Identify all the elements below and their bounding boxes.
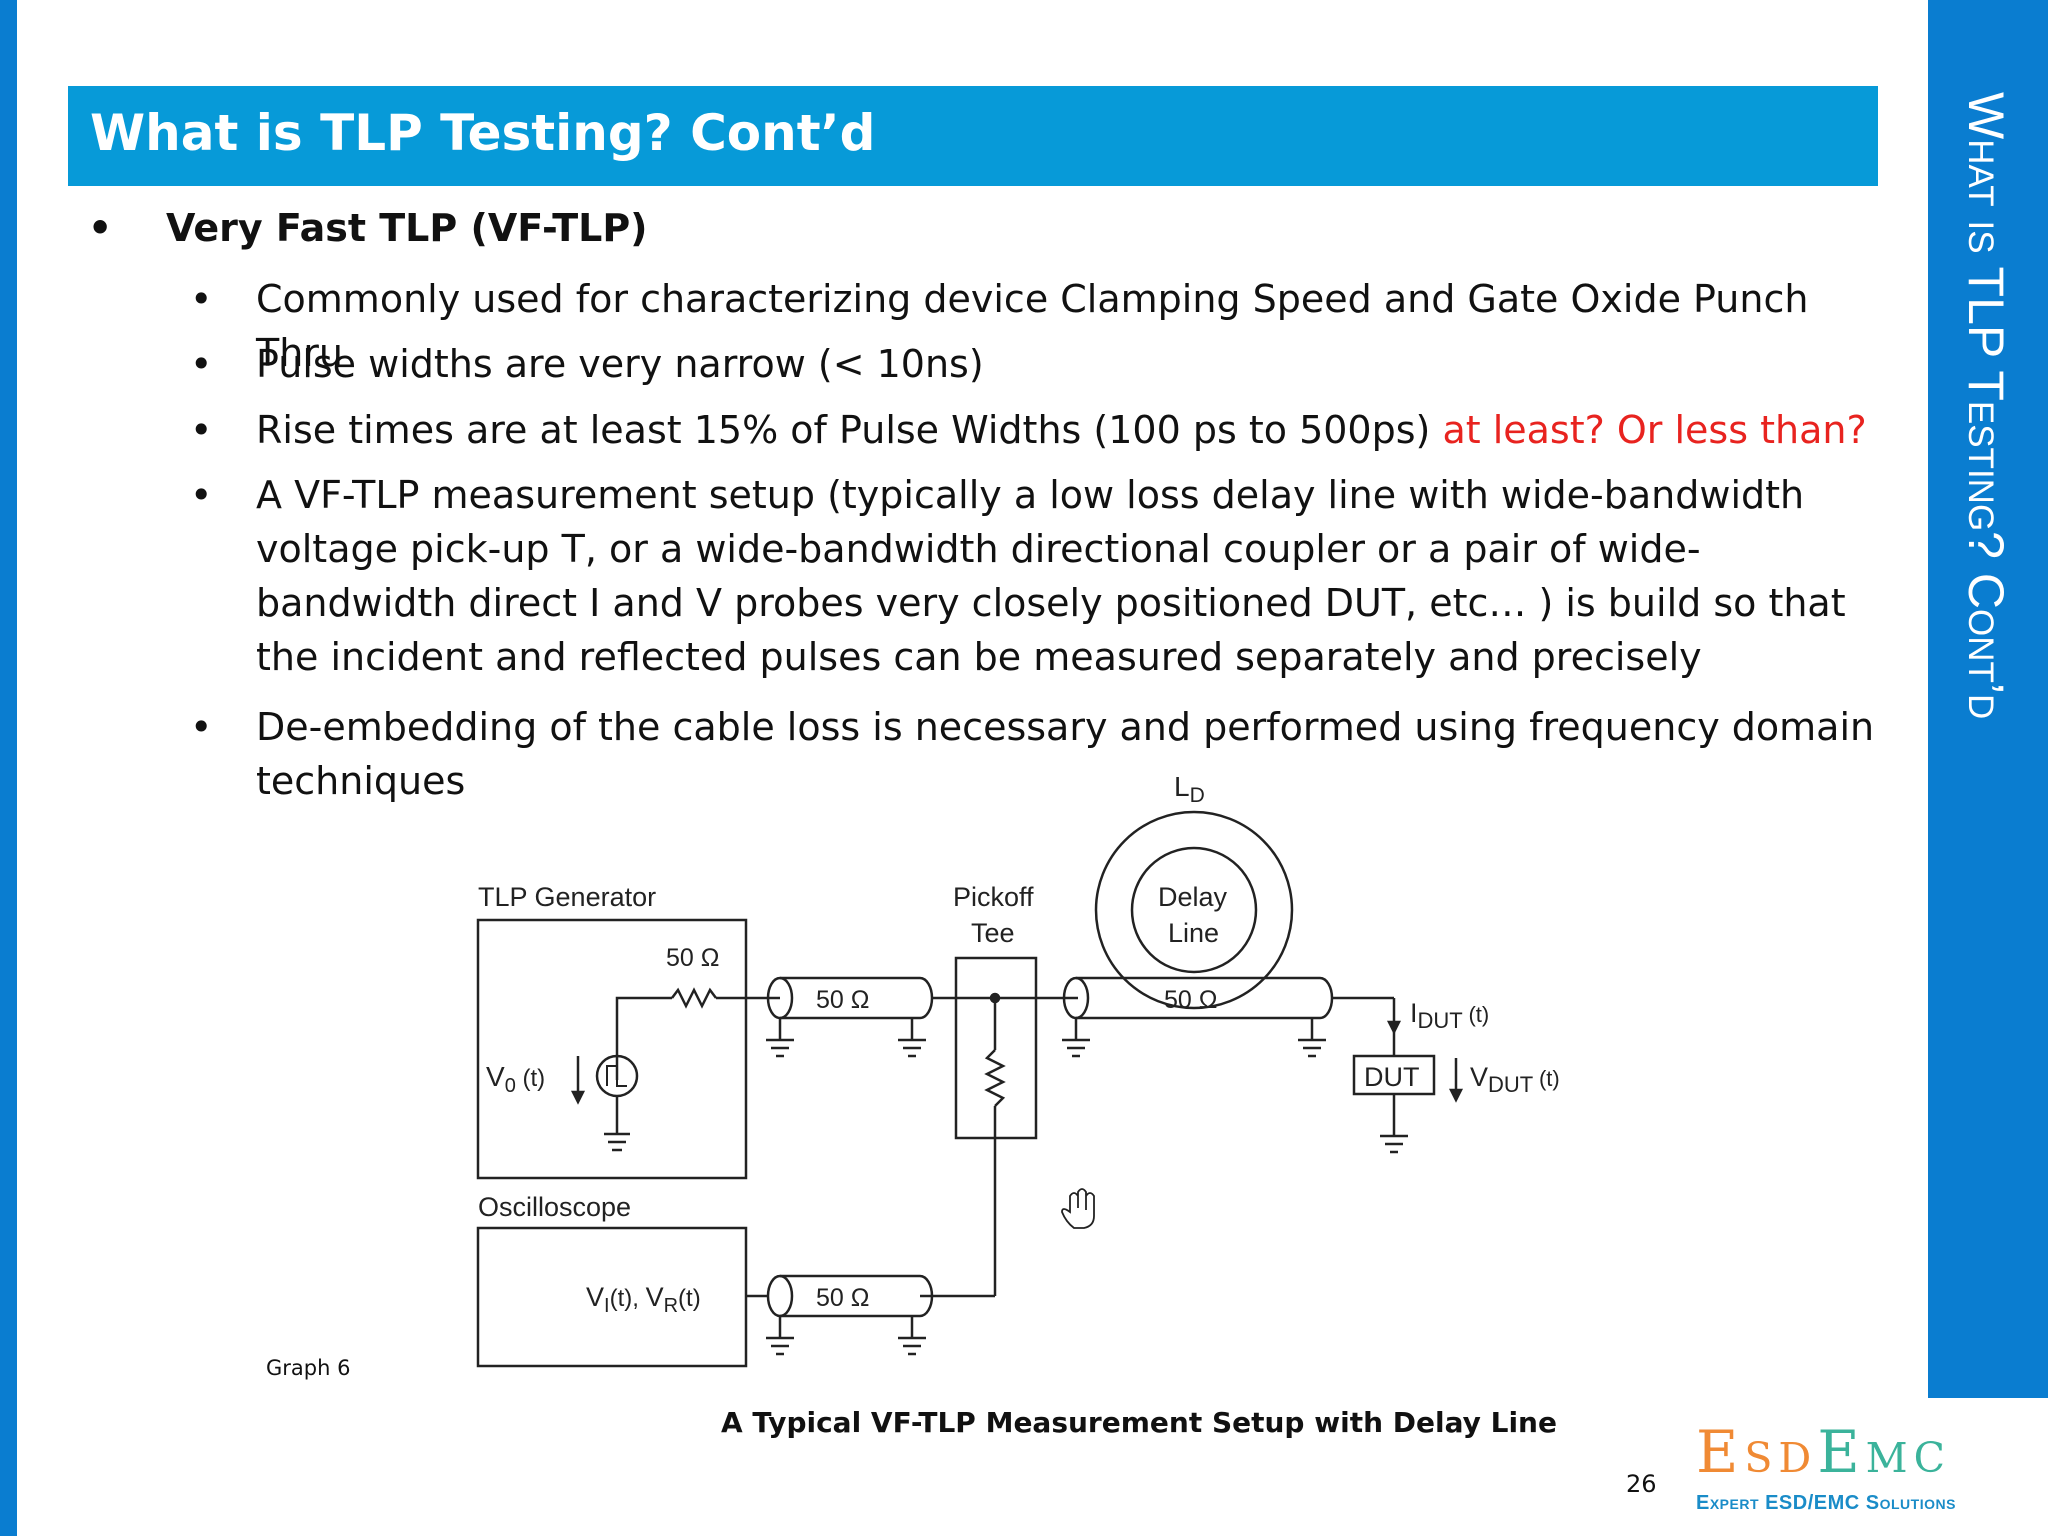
side-title: What is TLP Testing? Cont’d	[1958, 92, 2014, 720]
title-bar: What is TLP Testing? Cont’d	[68, 86, 1878, 186]
delay-label-2: Line	[1168, 918, 1219, 948]
page-title: What is TLP Testing? Cont’d	[90, 104, 876, 162]
page-number: 26	[1626, 1470, 1657, 1498]
oscilloscope-label: Oscilloscope	[478, 1192, 631, 1222]
bullet-dot: •	[190, 277, 213, 321]
tlp-generator-label: TLP Generator	[478, 882, 656, 912]
resistor-symbol	[671, 987, 717, 1009]
bullet-dot: •	[190, 342, 213, 386]
coax-cable-2	[780, 1274, 934, 1318]
cable-2-label: 50 Ω	[816, 1284, 869, 1312]
v0-label: V0 (t)	[486, 1061, 545, 1097]
arrow-head	[570, 1090, 586, 1105]
resistor-label: 50 Ω	[666, 944, 719, 972]
side-title-band: What is TLP Testing? Cont’d	[1928, 0, 2048, 1398]
idut-label: IDUT (t)	[1410, 998, 1489, 1033]
list-item-text: Rise times are at least 15% of Pulse Wid…	[256, 403, 1876, 457]
list-item-text: De-embedding of the cable loss is necess…	[256, 705, 1875, 803]
vdut-label: VDUT (t)	[1470, 1062, 1560, 1097]
hand-cursor-icon	[1061, 1188, 1095, 1229]
coax-delay-line	[1076, 976, 1334, 1020]
pickoff-label-2: Tee	[971, 918, 1015, 948]
current-arrow	[1386, 1020, 1402, 1035]
pulse-shape	[606, 1065, 627, 1087]
bullet-dot: •	[190, 705, 213, 749]
figure-caption: A Typical VF-TLP Measurement Setup with …	[721, 1406, 1557, 1439]
bullet-dot: •	[88, 206, 113, 250]
coax-end	[766, 1274, 794, 1318]
left-accent-stripe	[0, 0, 17, 1536]
logo-part-esd: Esd	[1696, 1418, 1818, 1486]
main-bullet-text: Very Fast TLP (VF-TLP)	[166, 206, 648, 250]
vf-tlp-setup-diagram: TLP Generator Oscilloscope 50 Ω V0 (t) 5…	[476, 771, 1560, 1368]
coax-cable-1	[780, 976, 934, 1020]
esdemc-logo: EsdEmc Expert ESD/EMC Solutions	[1696, 1418, 2036, 1530]
arrow-head	[1448, 1088, 1464, 1103]
red-annotation: at least? Or less than?	[1442, 408, 1867, 452]
dut-label: DUT	[1364, 1062, 1420, 1092]
source-wire	[615, 996, 672, 1080]
bullet-dot: •	[190, 408, 213, 452]
list-item-main-text: Rise times are at least 15% of Pulse Wid…	[256, 408, 1443, 452]
logo-tagline: Expert ESD/EMC Solutions	[1696, 1492, 1956, 1514]
list-item-text: Commonly used for characterizing device …	[256, 277, 1809, 375]
tlp-generator-box	[476, 918, 748, 1180]
logo-part-emc: Emc	[1817, 1418, 1952, 1486]
delay-line-loop	[1094, 810, 1294, 1010]
list-item-text: A VF-TLP measurement setup (typically a …	[256, 473, 1846, 679]
list-item-text: Pulse widths are very narrow (< 10ns)	[256, 342, 984, 386]
bullet-dot: •	[190, 473, 213, 517]
vi-vr-label: VI(t), VR(t)	[586, 1282, 701, 1317]
pickoff-resistor	[984, 1049, 1006, 1107]
pickoff-label-1: Pickoff	[953, 882, 1034, 912]
graph-label: Graph 6	[266, 1356, 351, 1380]
logo-wordmark: EsdEmc	[1696, 1418, 1951, 1486]
cable-1-label: 50 Ω	[816, 986, 869, 1014]
ld-label: LD	[1174, 771, 1205, 807]
delay-line-inner	[1130, 846, 1258, 974]
cable-3-label: 50 Ω	[1164, 986, 1217, 1014]
delay-label-1: Delay	[1158, 882, 1228, 912]
